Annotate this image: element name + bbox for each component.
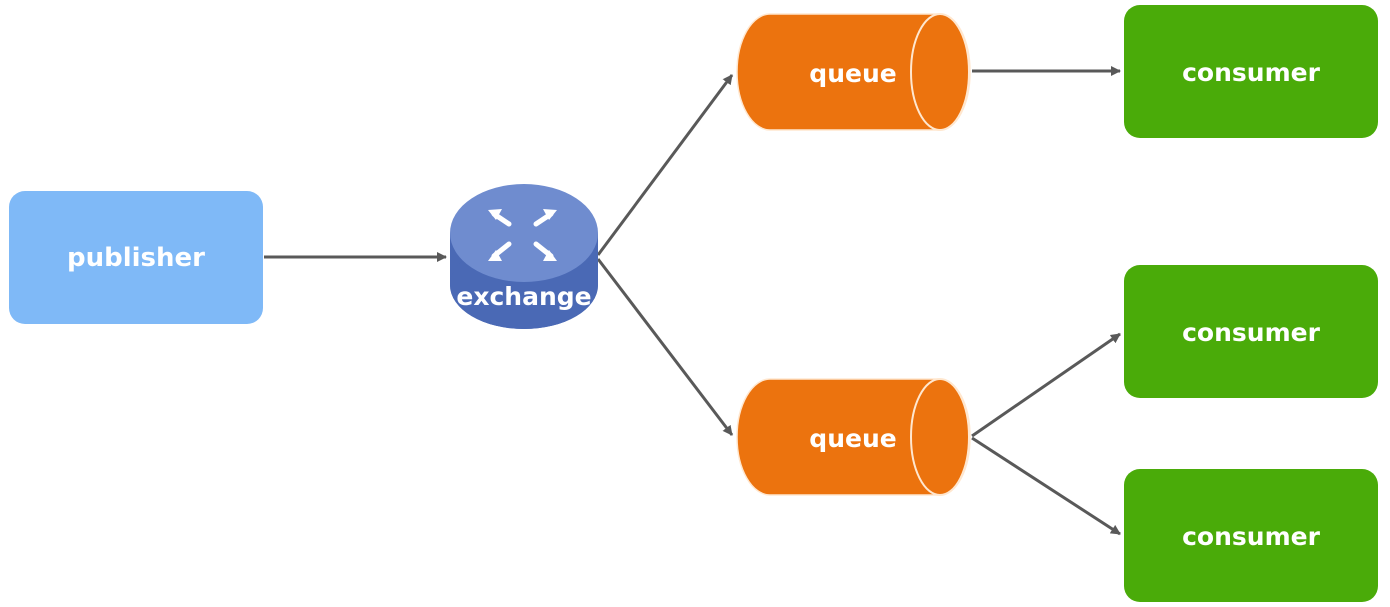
routing-arrows-icon [488, 209, 557, 261]
queue-bottom-node: queue [736, 378, 971, 496]
queue-bottom-label: queue [809, 424, 896, 453]
consumer-box-3 [1124, 469, 1378, 602]
queue-top-label: queue [809, 59, 896, 88]
edge-exchange-to-queue-top [596, 74, 734, 256]
consumer-label-1: consumer [1182, 58, 1320, 87]
consumer-node-3: consumer [1124, 469, 1378, 602]
publisher-label: publisher [67, 243, 205, 273]
edges [264, 66, 1121, 536]
queue-bottom-end [910, 378, 970, 496]
exchange-top [450, 184, 598, 282]
publisher-box [9, 191, 263, 324]
consumer-label-2: consumer [1182, 318, 1320, 347]
exchange-label: exchange [456, 282, 591, 311]
publisher-node: publisher [9, 191, 263, 324]
queue-top-node: queue [736, 13, 971, 131]
queue-top-end [910, 13, 970, 131]
edge-queue-bottom-to-consumer-3 [971, 436, 1121, 536]
consumer-node-2: consumer [1124, 265, 1378, 398]
edge-queue-bottom-to-consumer-2 [971, 332, 1121, 438]
edge-exchange-to-queue-bottom [596, 258, 734, 436]
consumer-box-1 [1124, 5, 1378, 138]
exchange-node: exchange [450, 184, 598, 329]
consumer-label-3: consumer [1182, 522, 1320, 551]
consumer-box-2 [1124, 265, 1378, 398]
consumer-node-1: consumer [1124, 5, 1378, 138]
